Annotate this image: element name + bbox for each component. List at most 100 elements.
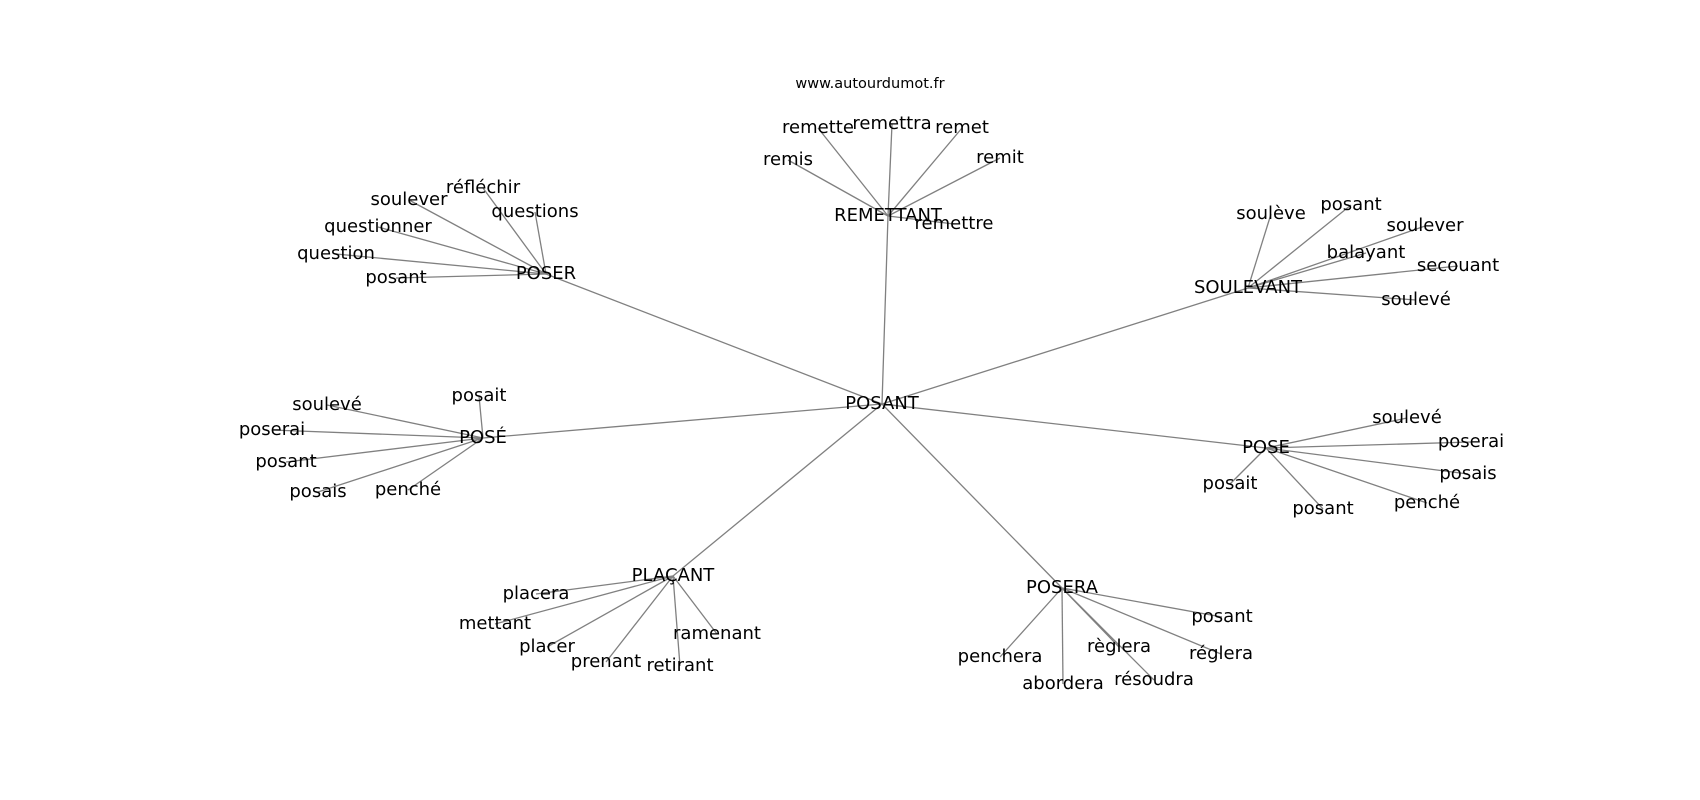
leaf-node-soulevant-3: balayant xyxy=(1327,242,1406,263)
leaf-node-poser-1: soulever xyxy=(370,189,448,210)
edge-remettant-5 xyxy=(887,215,955,225)
edge-remettant-1 xyxy=(887,123,893,217)
cluster-node-pose: POSE xyxy=(1242,437,1290,458)
edge-pose-accent-4 xyxy=(317,437,484,493)
leaf-node-posera-2: réglera xyxy=(1189,643,1253,664)
leaf-node-placant-2: placer xyxy=(519,636,575,657)
edge-pose-accent-1 xyxy=(326,404,484,439)
edge-pose-4 xyxy=(1265,447,1324,510)
edge-remettant-4 xyxy=(887,157,1001,217)
edge-pose-accent-5 xyxy=(407,437,484,491)
edge-root-placant xyxy=(672,403,883,577)
leaf-node-remettant-2: remet xyxy=(935,117,989,138)
leaf-node-placant-3: prenant xyxy=(571,651,641,672)
edge-soulevant-2 xyxy=(1247,225,1426,289)
leaf-node-soulevant-0: soulève xyxy=(1236,203,1306,224)
edge-placant-3 xyxy=(605,575,674,663)
leaf-node-remettant-3: remis xyxy=(763,149,813,170)
edge-pose-3 xyxy=(1229,447,1267,485)
leaf-node-soulevant-4: secouant xyxy=(1417,255,1499,276)
leaf-node-pose-accent-3: posant xyxy=(255,451,316,472)
edge-pose-accent-2 xyxy=(271,429,484,439)
root-node: POSANT xyxy=(845,393,920,414)
edge-remettant-2 xyxy=(887,127,963,217)
edge-root-soulevant xyxy=(881,287,1249,405)
edge-pose-2 xyxy=(1265,447,1469,475)
edge-posera-4 xyxy=(1061,587,1155,681)
edge-poser-5 xyxy=(395,273,547,279)
edge-placant-5 xyxy=(672,575,718,635)
leaf-node-posera-3: penchera xyxy=(958,646,1043,667)
leaf-node-pose-accent-2: poserai xyxy=(239,419,305,440)
cluster-node-soulevant: SOULEVANT xyxy=(1194,277,1303,298)
leaf-node-posera-1: règlera xyxy=(1087,636,1151,657)
edge-poser-3 xyxy=(377,226,547,275)
cluster-node-remettant: REMETTANT xyxy=(834,205,943,226)
edge-soulevant-4 xyxy=(1247,265,1459,289)
leaf-node-pose-accent-1: soulevé xyxy=(292,394,362,415)
leaf-node-remettant-4: remit xyxy=(976,147,1024,168)
edge-soulevant-5 xyxy=(1247,287,1417,301)
leaf-node-poser-5: posant xyxy=(365,267,426,288)
leaf-node-posera-5: abordera xyxy=(1022,673,1103,694)
edge-posera-2 xyxy=(1061,587,1222,655)
edge-soulevant-1 xyxy=(1247,204,1352,289)
edge-posera-3 xyxy=(999,587,1063,658)
edge-root-poser xyxy=(545,273,883,405)
leaf-node-posera-4: résoudra xyxy=(1114,669,1194,690)
edge-placant-2 xyxy=(546,575,674,648)
leaf-node-pose-1: poserai xyxy=(1438,431,1504,452)
leaf-node-posera-0: posant xyxy=(1191,606,1252,627)
leaf-node-pose-0: soulevé xyxy=(1372,407,1442,428)
edge-pose-0 xyxy=(1265,417,1408,449)
edge-placant-4 xyxy=(672,575,681,667)
edge-root-remettant xyxy=(881,215,889,405)
leaf-node-remettant-1: remettra xyxy=(852,113,931,134)
leaf-node-pose-accent-4: posais xyxy=(289,481,346,502)
edge-pose-accent-3 xyxy=(285,437,484,463)
leaf-node-pose-2: posais xyxy=(1439,463,1496,484)
edge-placant-1 xyxy=(494,575,674,625)
leaf-node-pose-accent-0: posait xyxy=(452,385,507,406)
leaf-node-poser-4: question xyxy=(297,243,375,264)
edge-soulevant-0 xyxy=(1247,213,1272,289)
leaf-node-placant-5: ramenant xyxy=(673,623,761,644)
leaf-node-placant-4: retirant xyxy=(646,655,713,676)
edge-pose-5 xyxy=(1265,447,1428,504)
leaf-node-pose-5: penché xyxy=(1394,492,1460,513)
leaf-node-poser-3: questionner xyxy=(324,216,432,237)
leaf-node-soulevant-5: soulevé xyxy=(1381,289,1451,310)
edge-posera-0 xyxy=(1061,587,1223,618)
leaf-node-poser-0: réfléchir xyxy=(446,177,521,198)
edge-remettant-3 xyxy=(787,159,889,217)
leaf-node-pose-4: posant xyxy=(1292,498,1353,519)
leaf-node-pose-accent-5: penché xyxy=(375,479,441,500)
leaf-node-remettant-0: remette xyxy=(782,117,854,138)
cluster-node-placant: PLAÇANT xyxy=(632,565,716,586)
leaf-node-poser-2: questions xyxy=(491,201,578,222)
edge-root-pose-accent xyxy=(482,403,883,439)
cluster-node-pose-accent: POSÉ xyxy=(459,426,507,448)
edge-poser-1 xyxy=(408,199,547,275)
edge-posera-5 xyxy=(1061,587,1064,685)
edge-pose-accent-0 xyxy=(478,395,484,439)
edge-root-posera xyxy=(881,403,1063,589)
leaf-node-remettant-5: remettre xyxy=(915,213,994,234)
cluster-node-poser: POSER xyxy=(516,263,576,284)
leaf-node-soulevant-2: soulever xyxy=(1386,215,1464,236)
leaf-node-pose-3: posait xyxy=(1203,473,1258,494)
leaf-node-placant-0: placera xyxy=(503,583,570,604)
leaf-node-soulevant-1: posant xyxy=(1320,194,1381,215)
site-watermark: www.autourdumot.fr xyxy=(795,76,944,92)
edge-soulevant-3 xyxy=(1247,252,1367,289)
edges-layer xyxy=(271,123,1472,685)
edge-root-pose xyxy=(881,403,1267,449)
leaf-node-placant-1: mettant xyxy=(459,613,531,634)
edge-pose-1 xyxy=(1265,441,1472,449)
edge-poser-4 xyxy=(335,253,547,275)
edge-poser-2 xyxy=(534,211,547,275)
edge-remettant-0 xyxy=(817,127,889,217)
cluster-node-posera: POSERA xyxy=(1026,577,1099,598)
